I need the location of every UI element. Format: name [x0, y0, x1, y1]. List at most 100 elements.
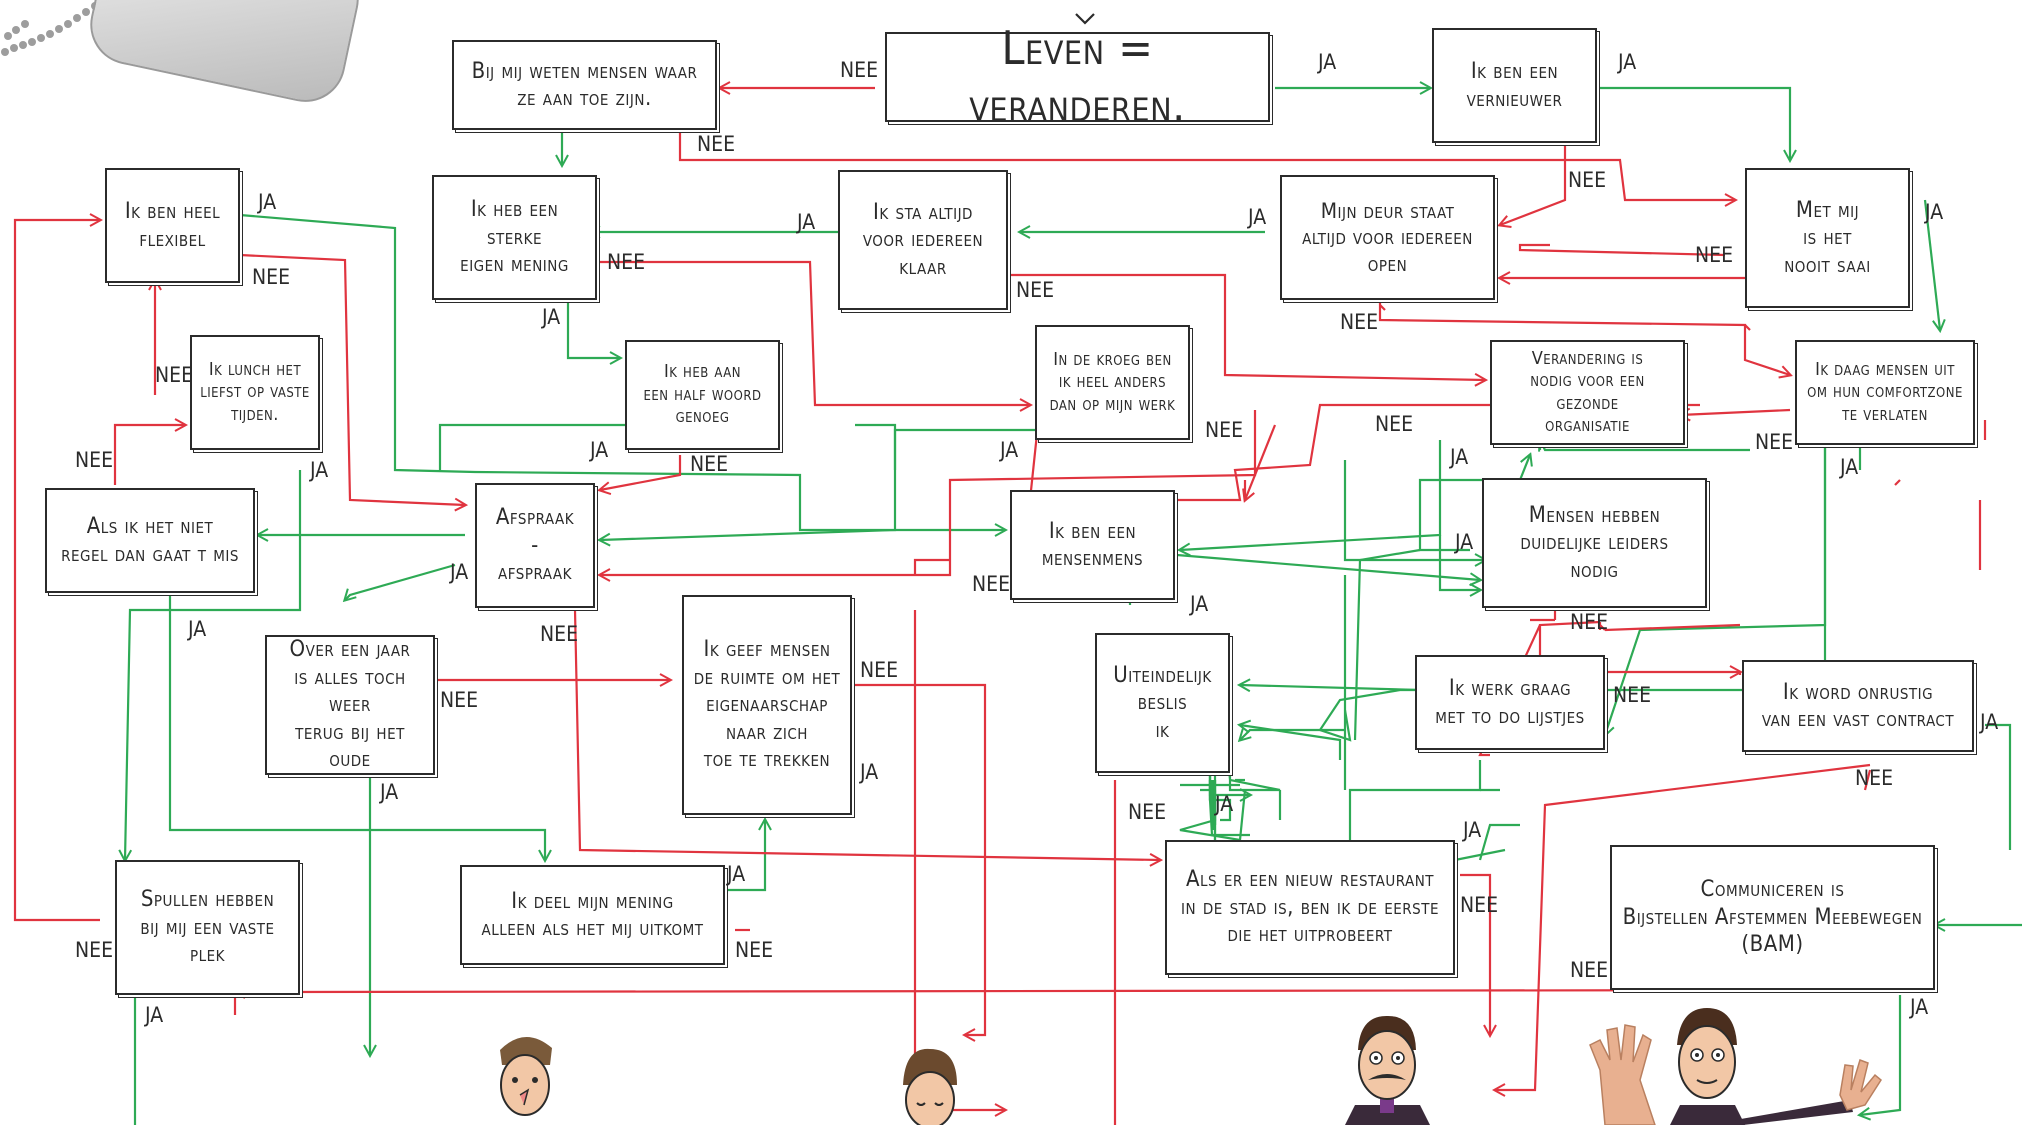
yes-label: JA — [1000, 438, 1019, 462]
box-lijstjes-text: Ik werk graag met to do lijstjes — [1435, 676, 1585, 729]
box-kroeg: In de kroeg ben ik heel anders dan op mi… — [1035, 325, 1190, 440]
box-plek: Spullen hebben bij mij een vaste plek — [115, 860, 300, 995]
box-vernieuwer-text: Ik ben een vernieuwer — [1466, 59, 1563, 112]
box-leiders-text: Mensen hebben duidelijke leiders nodig — [1520, 502, 1669, 583]
no-label: NEE — [1460, 893, 1499, 917]
no-label: NEE — [155, 363, 194, 387]
box-beslis-text: Uiteindelijk beslis ik — [1113, 662, 1212, 743]
no-label: NEE — [440, 688, 479, 712]
yes-label: JA — [1450, 445, 1469, 469]
yes-label: JA — [860, 760, 879, 784]
box-deel-text: Ik deel mijn mening alleen als het mij u… — [481, 888, 704, 942]
no-label: NEE — [735, 938, 774, 962]
box-beslis: Uiteindelijk beslis ik — [1095, 633, 1230, 773]
character-illustration-3 — [1345, 1015, 1430, 1125]
box-plek-text: Spullen hebben bij mij een vaste plek — [140, 887, 275, 968]
box-mensenmens-text: Ik ben een mensenmens — [1041, 518, 1144, 572]
yes-label: JA — [1318, 50, 1337, 74]
no-label: NEE — [1016, 278, 1055, 302]
no-label: NEE — [252, 265, 291, 289]
box-deur-text: Mijn deur staat altijd voor iedereen ope… — [1302, 199, 1473, 276]
no-label: NEE — [540, 622, 579, 646]
no-label: NEE — [1568, 168, 1607, 192]
box-kroeg-text: In de kroeg ben ik heel anders dan op mi… — [1049, 348, 1176, 415]
yes-label: JA — [727, 862, 746, 886]
character-illustration-2 — [903, 1048, 957, 1125]
yes-label: JA — [1455, 530, 1474, 554]
no-label: NEE — [1613, 683, 1652, 707]
yes-label: JA — [590, 438, 609, 462]
no-label: NEE — [1340, 310, 1379, 334]
box-mening: Ik heb een sterke eigen mening — [432, 175, 597, 300]
box-klaar: Ik sta altijd voor iedereen klaar — [838, 170, 1008, 310]
no-label: NEE — [1570, 610, 1609, 634]
box-ruimte-text: Ik geef mensen de ruimte om het eigenaar… — [693, 637, 841, 773]
yes-label: JA — [1840, 455, 1859, 479]
chevron-down-icon — [1075, 13, 1095, 25]
box-comfortzone-text: Ik daag mensen uit om hun comfortzone te… — [1807, 358, 1963, 425]
yes-label: JA — [1618, 50, 1637, 74]
title-box: Leven = veranderen. — [885, 21, 1270, 132]
character-illustration-4 — [1589, 1008, 1882, 1125]
no-label: NEE — [1855, 766, 1894, 790]
box-flexibel-text: Ik ben heel flexibel — [124, 199, 221, 252]
box-mensenmens: Ik ben een mensenmens — [1010, 490, 1175, 600]
box-communiceren: Communiceren is Bijstellen Afstemmen Mee… — [1610, 845, 1935, 990]
yes-label: JA — [542, 305, 561, 329]
yes-label: JA — [797, 210, 816, 234]
box-communiceren-text: Communiceren is Bijstellen Afstemmen Mee… — [1622, 877, 1923, 958]
yes-label: JA — [1463, 818, 1482, 842]
no-label: NEE — [840, 58, 879, 82]
no-label: NEE — [1570, 958, 1609, 982]
yes-label: JA — [450, 560, 469, 584]
box-comfortzone: Ik daag mensen uit om hun comfortzone te… — [1795, 340, 1975, 445]
box-lijstjes: Ik werk graag met to do lijstjes — [1415, 655, 1605, 750]
box-restaurant-text: Als er een nieuw restaurant in de stad i… — [1181, 867, 1439, 948]
yes-label: JA — [258, 190, 277, 214]
box-verandering-text: Verandering is nodig voor een gezonde or… — [1530, 347, 1645, 437]
no-label: NEE — [75, 448, 114, 472]
no-label: NEE — [690, 452, 729, 476]
box-mening-text: Ik heb een sterke eigen mening — [460, 197, 569, 278]
box-jaar: Over een jaar is alles toch weer terug b… — [265, 635, 435, 775]
yes-label: JA — [1980, 710, 1999, 734]
yes-label: JA — [380, 780, 399, 804]
page-title: Leven = veranderen. — [969, 20, 1186, 133]
box-afspraak-text: Afspraak - afspraak — [495, 505, 575, 586]
box-saai: Met mij is het nooit saai — [1745, 168, 1910, 308]
no-label: NEE — [75, 938, 114, 962]
box-lunch-text: Ik lunch het liefst op vaste tijden. — [200, 358, 310, 425]
box-verandering: Verandering is nodig voor een gezonde or… — [1490, 340, 1685, 445]
box-vernieuwer: Ik ben een vernieuwer — [1432, 28, 1597, 143]
box-leiders: Mensen hebben duidelijke leiders nodig — [1482, 478, 1707, 608]
no-label: NEE — [1755, 430, 1794, 454]
character-illustration-1 — [500, 1036, 552, 1116]
box-restaurant: Als er een nieuw restaurant in de stad i… — [1165, 840, 1455, 975]
box-deur: Mijn deur staat altijd voor iedereen ope… — [1280, 175, 1495, 300]
box-regel: Als ik het niet regel dan gaat t mis — [45, 488, 255, 593]
box-onrustig-text: Ik word onrustig van een vast contract — [1761, 679, 1955, 733]
box-regel-text: Als ik het niet regel dan gaat t mis — [61, 514, 239, 567]
yes-label: JA — [1925, 200, 1944, 224]
yes-label: JA — [188, 617, 207, 641]
yes-label: JA — [145, 1003, 164, 1027]
box-lunch: Ik lunch het liefst op vaste tijden. — [190, 335, 320, 450]
no-label: NEE — [1375, 412, 1414, 436]
box-onrustig: Ik word onrustig van een vast contract — [1742, 660, 1974, 752]
yes-label: JA — [1910, 995, 1929, 1019]
box-klaar-text: Ik sta altijd voor iedereen klaar — [862, 199, 984, 280]
box-weten: Bij mij weten mensen waar ze aan toe zij… — [452, 40, 717, 130]
box-halfwoord: Ik heb aan een half woord genoeg — [625, 340, 780, 450]
no-label: NEE — [860, 658, 899, 682]
yes-label: JA — [1215, 792, 1234, 816]
box-afspraak: Afspraak - afspraak — [475, 483, 595, 608]
yes-label: JA — [310, 458, 329, 482]
box-halfwoord-text: Ik heb aan een half woord genoeg — [643, 361, 762, 428]
box-jaar-text: Over een jaar is alles toch weer terug b… — [289, 637, 411, 773]
box-weten-text: Bij mij weten mensen waar ze aan toe zij… — [471, 58, 698, 112]
no-label: NEE — [697, 132, 736, 156]
box-deel: Ik deel mijn mening alleen als het mij u… — [460, 865, 725, 965]
box-flexibel: Ik ben heel flexibel — [105, 168, 240, 283]
no-label: NEE — [1128, 800, 1167, 824]
